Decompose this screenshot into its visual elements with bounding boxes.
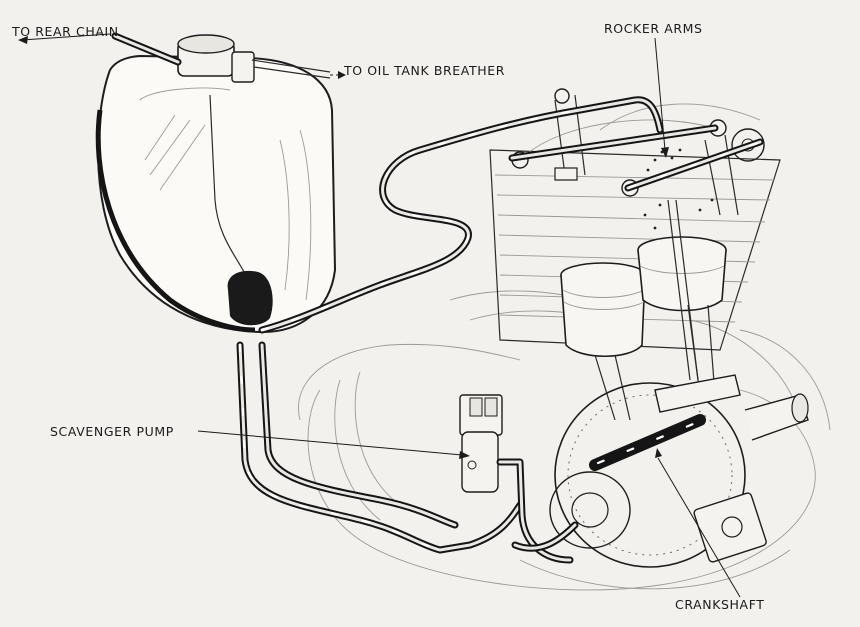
- oil-tank: [95, 34, 337, 334]
- engine-crankcase: [298, 290, 831, 591]
- label-crankshaft: CRANKSHAFT: [675, 597, 765, 612]
- label-to-oil-tank-breather: TO OIL TANK BREATHER: [344, 63, 506, 78]
- label-scavenger-pump: SCAVENGER PUMP: [50, 424, 174, 439]
- label-rocker-arms: ROCKER ARMS: [604, 21, 703, 36]
- oil-pipes: [111, 32, 764, 564]
- crankshaft-assembly: [549, 374, 809, 568]
- label-to-rear-chain: TO REAR CHAIN: [12, 24, 119, 39]
- scavenger-pump-body: [459, 394, 503, 493]
- label-leaders: [18, 33, 741, 598]
